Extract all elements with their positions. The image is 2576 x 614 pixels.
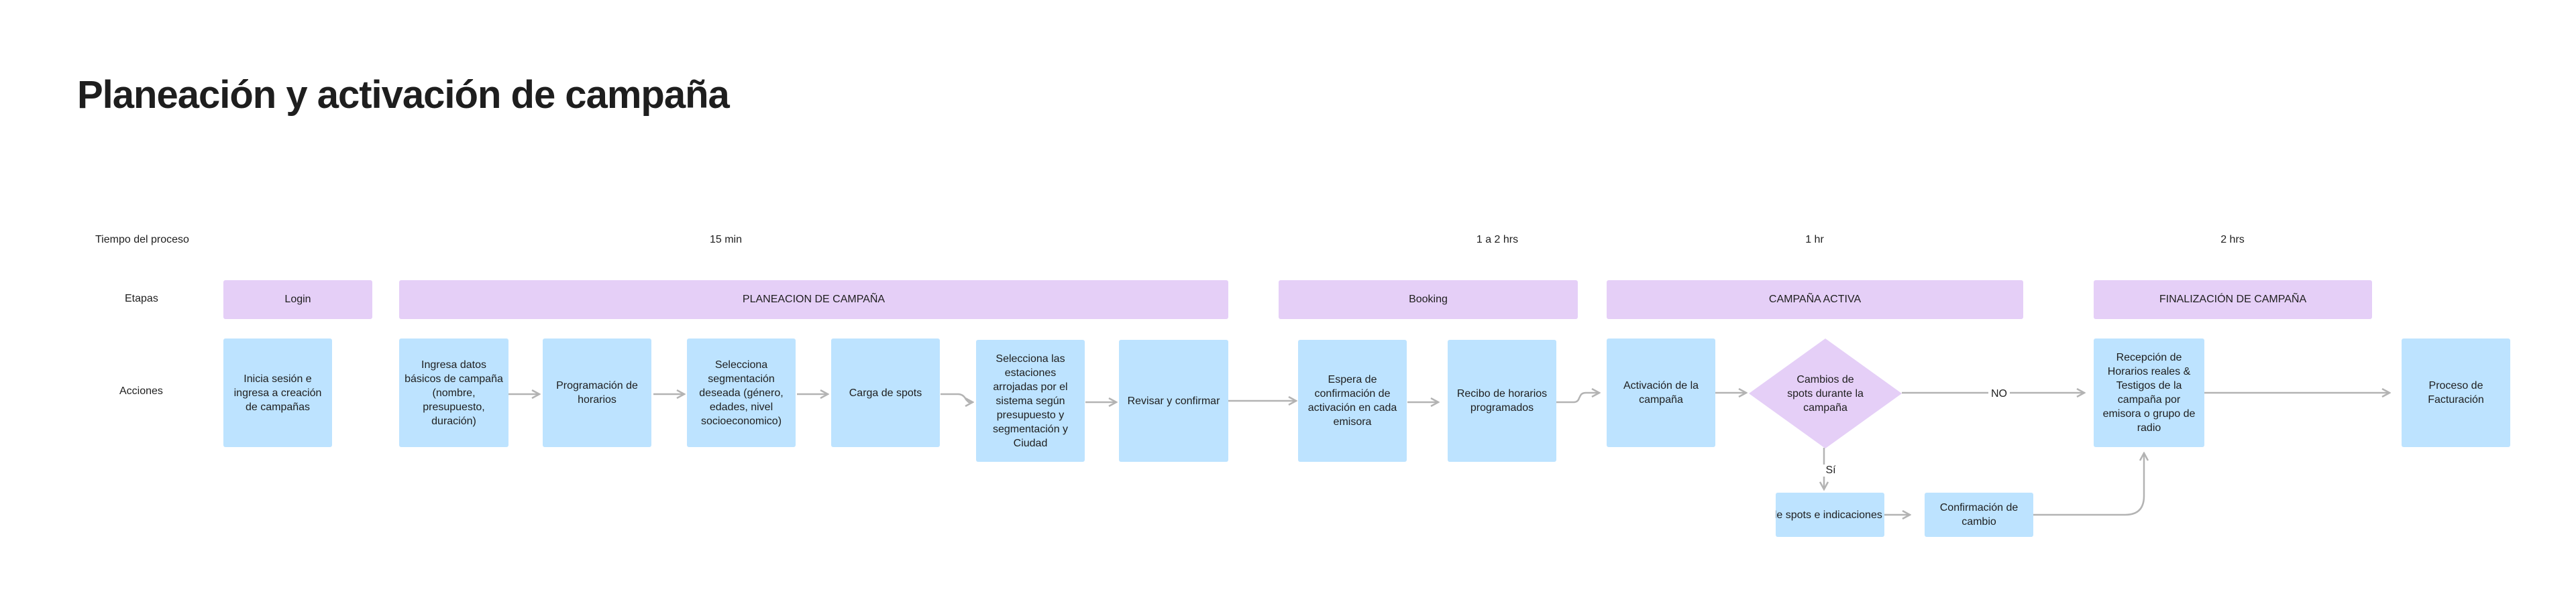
action-programacion-horarios[interactable]: Programación de horarios	[543, 339, 651, 447]
action-recepcion-horarios[interactable]: Recepción de Horarios reales & Testigos …	[2094, 339, 2204, 447]
action-segmentacion[interactable]: Selecciona segmentación deseada (género,…	[687, 339, 796, 447]
action-confirmacion-cambio[interactable]: Confirmación de cambio	[1925, 493, 2033, 537]
stage-planeacion[interactable]: PLANEACION DE CAMPAÑA	[399, 280, 1228, 319]
action-selecciona-estaciones[interactable]: Selecciona las estaciones arrojadas por …	[976, 340, 1085, 462]
stage-campana-activa[interactable]: CAMPAÑA ACTIVA	[1607, 280, 2023, 319]
row-label-actions: Acciones	[119, 385, 163, 397]
action-espera-confirmacion[interactable]: Espera de confirmación de activación en …	[1298, 340, 1407, 462]
action-revisar-confirmar[interactable]: Revisar y confirmar	[1119, 340, 1228, 462]
arrow-spots-estaciones	[941, 393, 973, 402]
stage-booking[interactable]: Booking	[1279, 280, 1578, 319]
time-planeacion: 15 min	[709, 234, 743, 245]
action-inicia-sesion[interactable]: Inicia sesión e ingresa a creación de ca…	[223, 339, 332, 447]
time-finalizacion: 2 hrs	[2220, 234, 2245, 245]
time-booking: 1 a 2 hrs	[1476, 234, 1519, 245]
page-title: Planeación y activación de campaña	[77, 73, 730, 117]
decision-diamond	[1749, 339, 1902, 448]
row-label-time: Tiempo del proceso	[95, 234, 189, 245]
edge-label-no: NO	[1988, 388, 2010, 400]
row-label-stages: Etapas	[125, 293, 158, 304]
arrow-confirmacion-recepcion	[2031, 453, 2144, 516]
action-activacion-campana[interactable]: Activación de la campaña	[1607, 339, 1715, 447]
stage-login[interactable]: Login	[223, 280, 372, 319]
action-proceso-facturacion[interactable]: Proceso de Facturación	[2402, 339, 2510, 447]
action-ingresa-datos[interactable]: Ingresa datos básicos de campaña (nombre…	[399, 339, 508, 447]
action-carga-spots[interactable]: Carga de spots	[831, 339, 940, 447]
action-recibo-horarios[interactable]: Recibo de horarios programados	[1448, 340, 1556, 462]
edge-label-si: Sí	[1823, 465, 1839, 477]
time-campana-activa: 1 hr	[1805, 234, 1824, 245]
action-carga-spots-indicaciones[interactable]: Carga de spots e indicaciones de rot...	[1776, 493, 1884, 537]
arrow-recibo-activacion	[1556, 393, 1599, 404]
stage-finalizacion[interactable]: FINALIZACIÓN DE CAMPAÑA	[2094, 280, 2372, 319]
decision-cambios-spots[interactable]: Cambios de spots durante la campaña	[1787, 373, 1864, 414]
